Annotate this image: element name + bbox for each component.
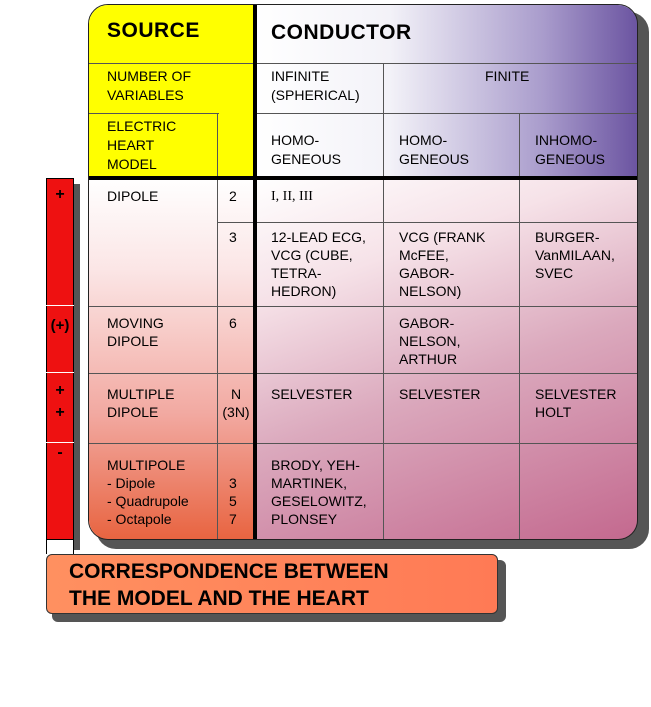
source-header-bg [89,5,255,178]
model-dipole: DIPOLE [107,188,159,204]
homogeneous-finite-header: HOMO-GENEOUS [399,132,470,167]
conductor-body-bg [255,178,637,539]
correspondence-multipole-symbol: - [57,444,63,461]
correspondence-divider [46,442,74,443]
infinite-header: INFINITE(SPHERICAL) [271,68,360,103]
dipole-3-inhomogeneous: BURGER-VanMILAAN,SVEC [535,229,615,281]
multiple-dipole-homogeneous: SELVESTER [399,386,481,402]
variables-multiple-dipole: N(3N) [222,386,250,420]
caption-line-2: THE MODEL AND THE HEART [69,587,369,610]
correspondence-bar [46,178,74,540]
multiple-dipole-infinite: SELVESTER [271,386,353,402]
grid-line [217,222,637,223]
variables-moving-dipole: 6 [229,315,237,331]
correspondence-dipole-symbol: + [55,186,65,203]
moving-dipole-homogeneous: GABOR-NELSON,ARTHUR [399,315,461,367]
homogeneous-infinite-header: HOMO-GENEOUS [271,132,342,167]
grid-line [255,113,383,114]
grid-line [89,113,219,114]
source-conductor-divider [253,5,257,539]
dipole-2-infinite: I, II, III [271,189,313,204]
correspondence-multiple-dipole-symbol-1: + [55,382,65,399]
grid-line [383,113,637,114]
grid-line [89,443,637,444]
correspondence-divider [46,372,74,373]
grid-line [383,63,384,539]
dipole-3-infinite: 12-LEAD ECG,VCG (CUBE,TETRA-HEDRON) [271,229,366,299]
bar-connector [46,540,74,554]
correspondence-divider [46,305,74,306]
finite-header: FINITE [485,68,530,84]
variables-dipole-3: 3 [229,229,237,245]
conductor-header: CONDUCTOR [271,21,412,44]
correspondence-moving-dipole-symbol: (+) [50,317,70,334]
source-header: SOURCE [107,19,200,42]
inhomogeneous-finite-header: INHOMO-GENEOUS [535,132,606,167]
source-body-bg [89,178,255,539]
grid-line [217,113,218,539]
grid-line [89,63,637,64]
grid-line [519,113,520,539]
caption-box: CORRESPONDENCE BETWEEN THE MODEL AND THE… [46,554,498,614]
model-multipole: MULTIPOLE - Dipole - Quadrupole - Octapo… [107,457,189,527]
conductor-header-bg [255,5,637,178]
grid-line [89,373,637,374]
grid-line [89,306,637,307]
variables-dipole-2: 2 [229,188,237,204]
caption-line-1: CORRESPONDENCE BETWEEN [69,560,389,583]
multipole-infinite: BRODY, YEH-MARTINEK,GESELOWITZ,PLONSEY [271,457,367,527]
header-body-divider [89,176,637,180]
correspondence-multiple-dipole-symbol-2: + [55,404,65,421]
